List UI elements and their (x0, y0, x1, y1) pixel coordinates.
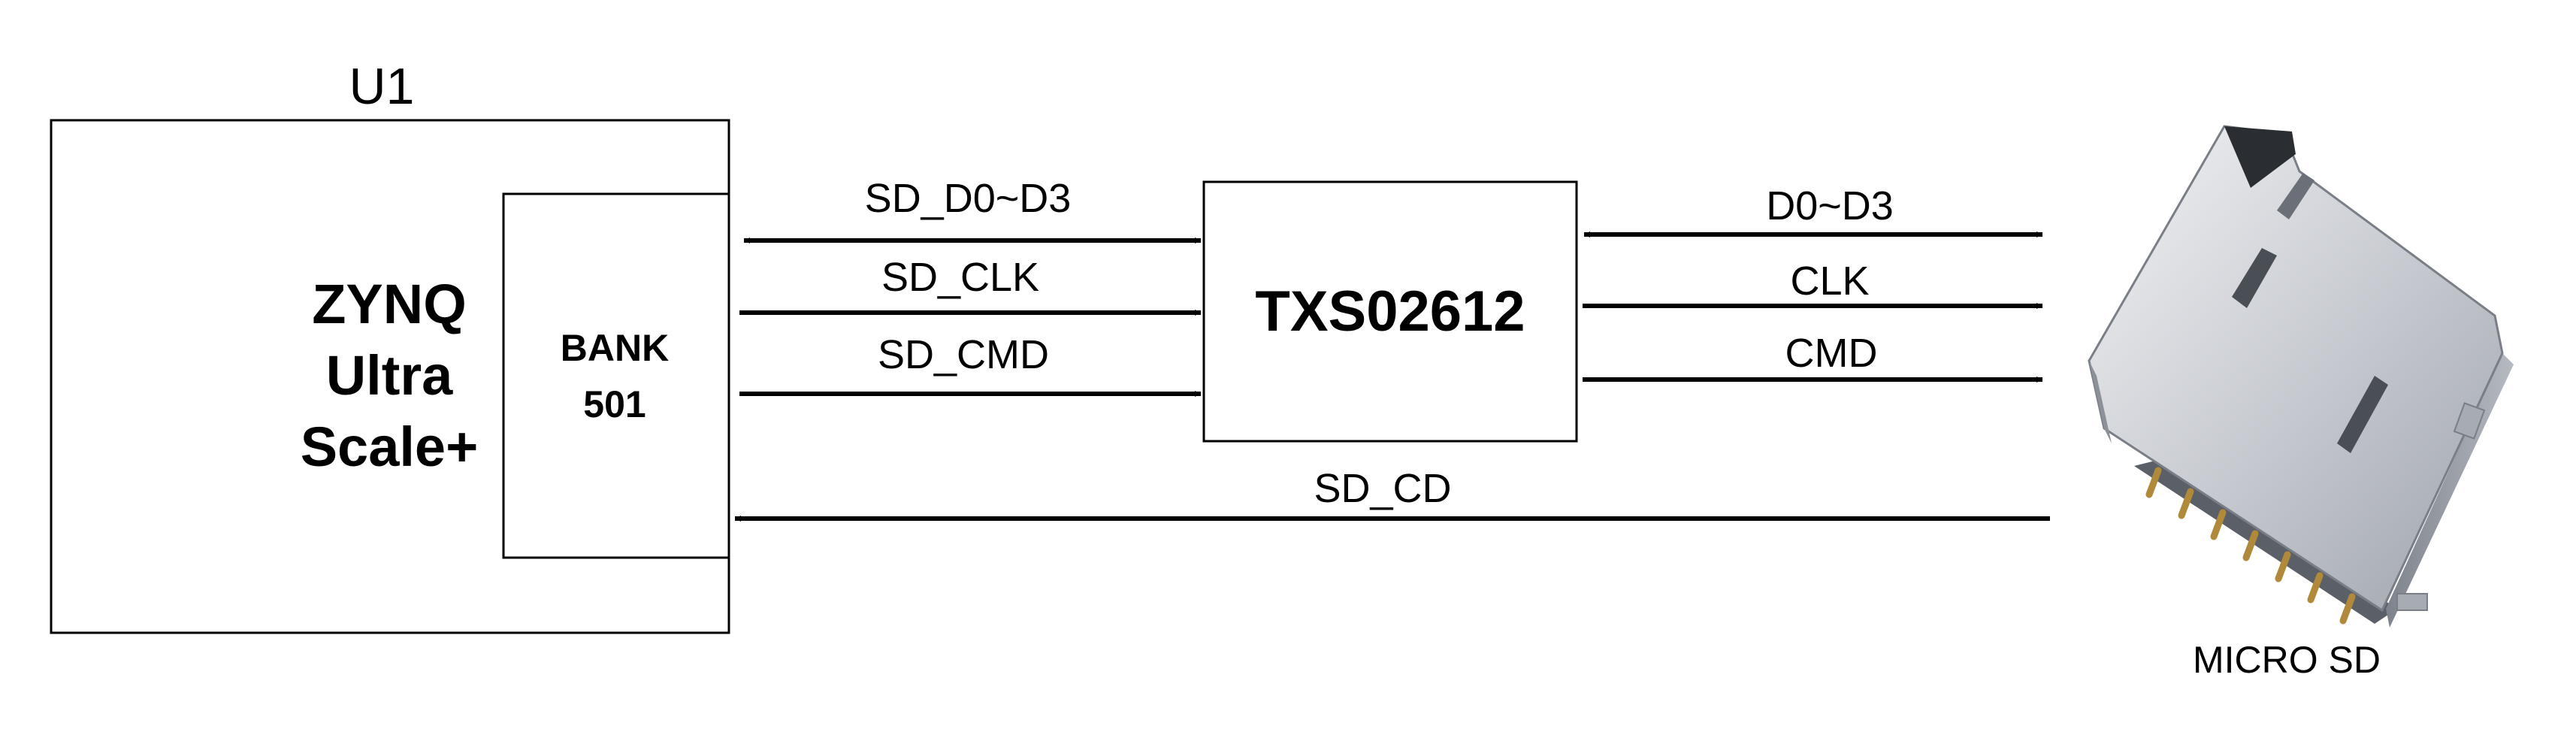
device-line-2: Ultra (326, 344, 453, 407)
device-line-1: ZYNQ (312, 273, 467, 335)
signal-label-clk: CLK (1790, 259, 1869, 304)
u1-designator: U1 (349, 58, 415, 115)
signal-label-data: D0~D3 (1766, 183, 1894, 228)
bank-line-1: BANK (561, 327, 669, 369)
txs02612-box (1202, 180, 1578, 443)
signal-label-sd-cd: SD_CD (1314, 466, 1451, 511)
bank-line-2: 501 (583, 383, 646, 425)
device-line-3: Scale+ (301, 416, 479, 478)
signal-label-sd-data: SD_D0~D3 (865, 176, 1072, 221)
signal-label-cmd: CMD (1785, 331, 1878, 376)
signal-label-sd-clk: SD_CLK (881, 255, 1039, 300)
micro-sd-slot-icon (2088, 125, 2514, 628)
micro-sd-label: MICRO SD (2193, 639, 2381, 681)
bank-501-box (502, 192, 730, 559)
txs02612-label: TXS02612 (1255, 280, 1525, 343)
signal-label-sd-cmd: SD_CMD (878, 332, 1049, 377)
